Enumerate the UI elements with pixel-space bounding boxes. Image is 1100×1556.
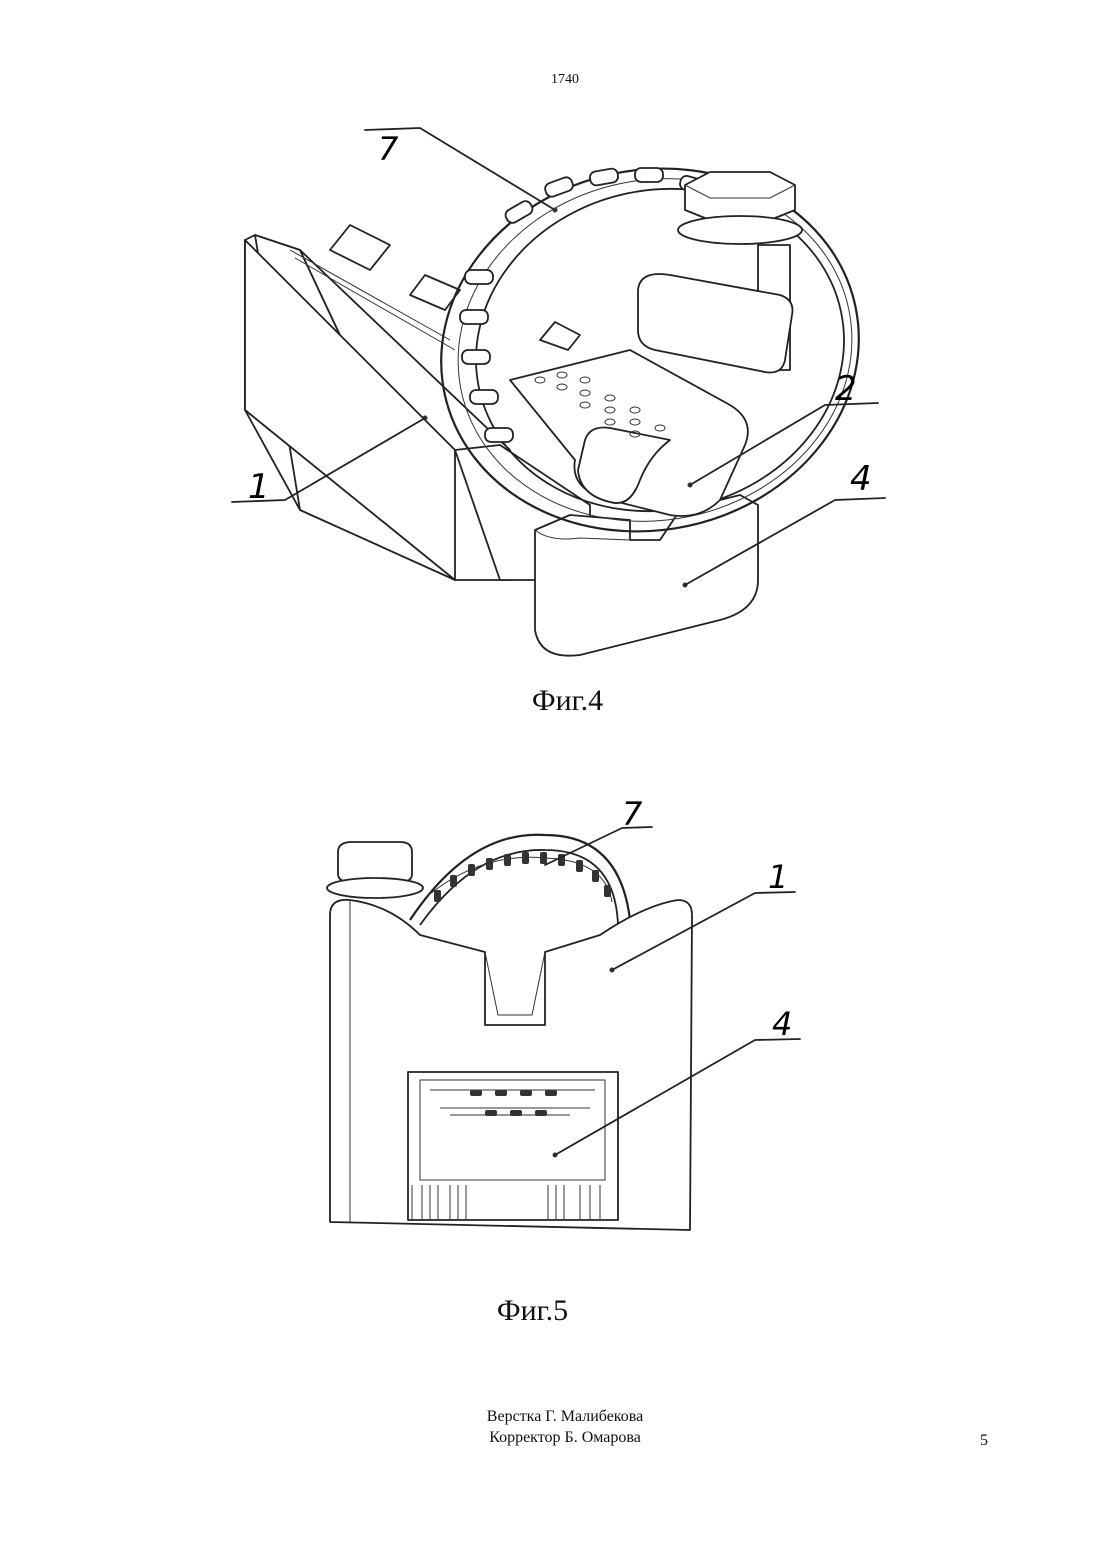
fig4-label-7: 7 (378, 130, 399, 168)
figure-4-drawing: 7 4 (210, 110, 910, 680)
fig5-label-1: 1 (768, 858, 788, 896)
page-number: 5 (980, 1432, 988, 1450)
credit-layout: Верстка Г. Малибекова (0, 1406, 1100, 1427)
credit-proofreader: Корректор Б. Омарова (0, 1427, 1100, 1448)
fig4-label-4: 4 (850, 459, 872, 499)
document-number: 1740 (0, 72, 1100, 88)
figure-5-caption: Фиг.5 (0, 1294, 1065, 1328)
figure-4-caption: Фиг.4 (0, 684, 1100, 718)
fig5-label-4: 4 (772, 1005, 792, 1043)
figure-5-drawing: 7 1 4 (300, 790, 820, 1280)
credits-block: Верстка Г. Малибекова Корректор Б. Омаро… (0, 1406, 1100, 1448)
fig4-label-2: 2 (835, 369, 857, 409)
